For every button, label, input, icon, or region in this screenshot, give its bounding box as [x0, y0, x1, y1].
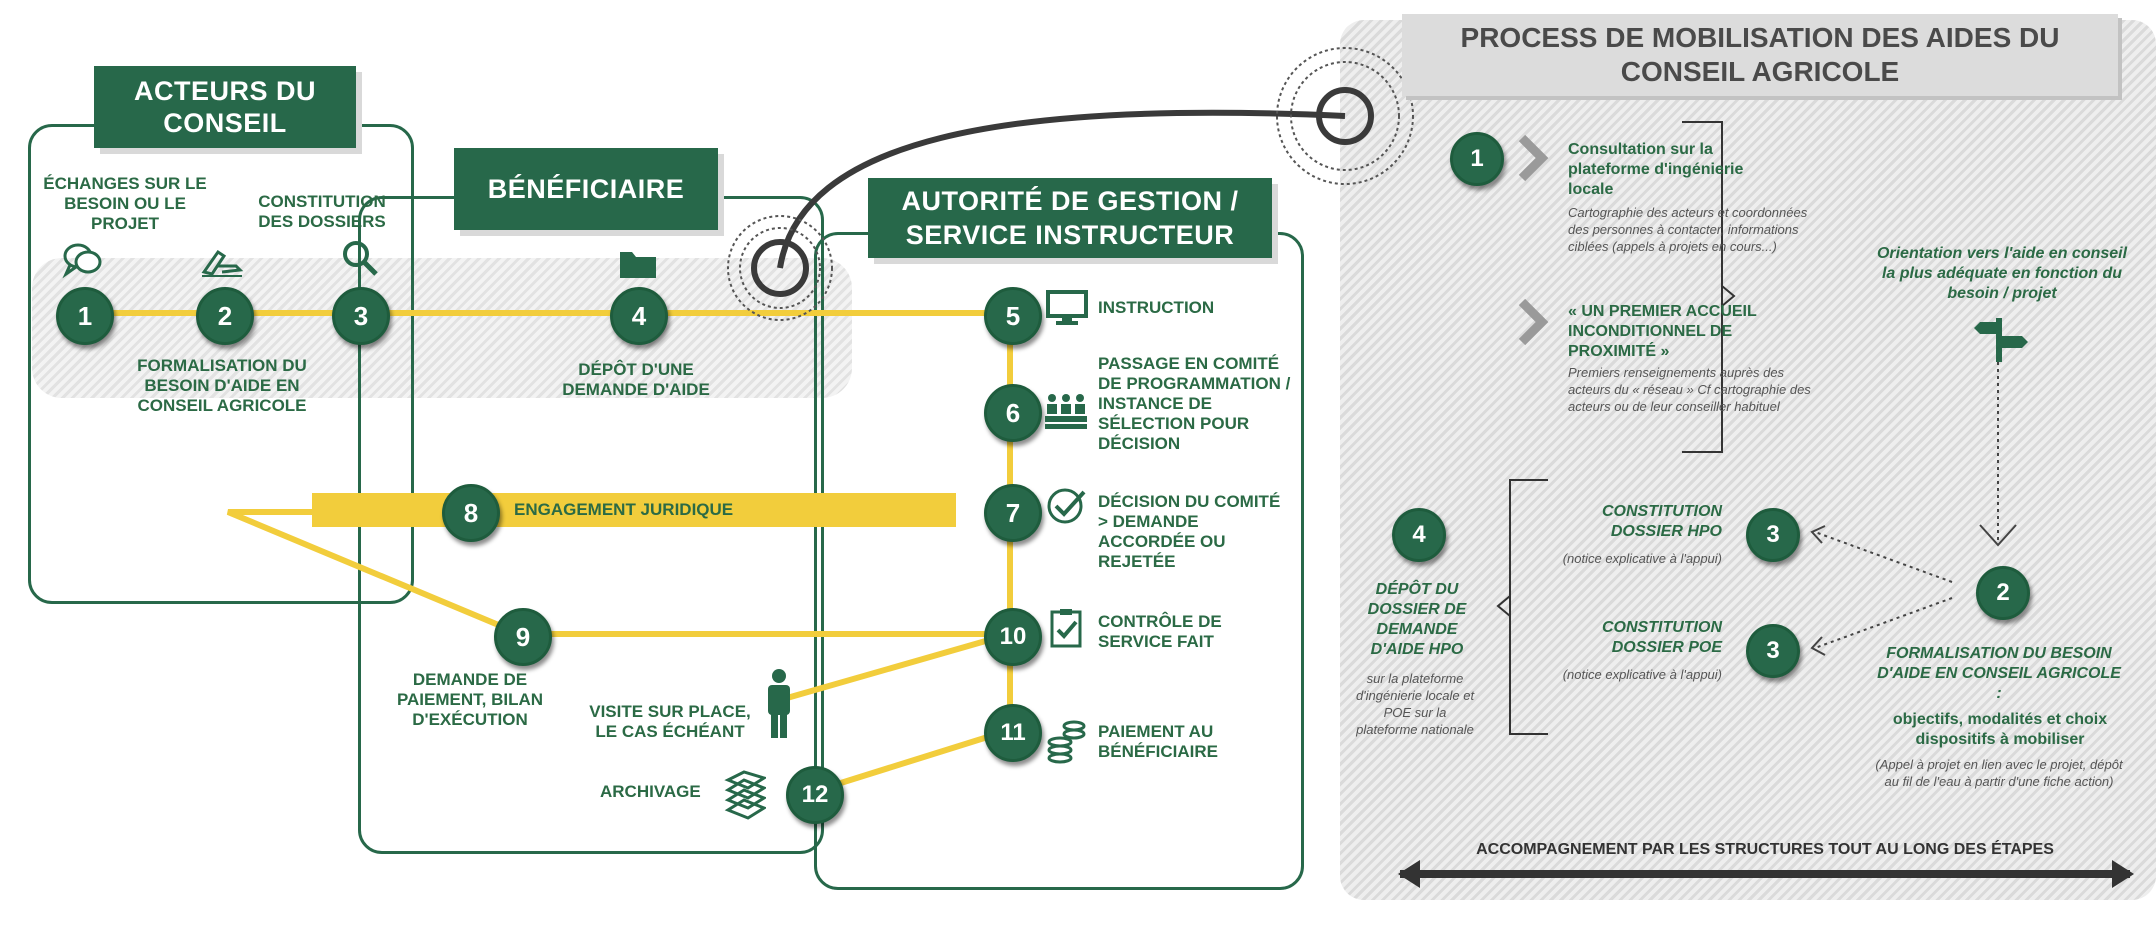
accueil-desc: Premiers renseignements auprès des acteu… — [1568, 365, 1811, 414]
formalisation-sub: objectifs, modalités et choix dispositif… — [1892, 711, 2108, 748]
right-step-1-circle: 1 — [1450, 132, 1504, 186]
archive-books-icon — [724, 770, 766, 820]
speech-bubbles-icon — [62, 243, 102, 279]
step-1-label: ÉCHANGES SUR LE BESOIN OU LE PROJET — [43, 174, 207, 233]
decision-check-icon — [1047, 488, 1086, 524]
step-5-label: INSTRUCTION — [1098, 298, 1215, 317]
formalisation-desc: (Appel à projet en lien avec le projet, … — [1875, 757, 2123, 789]
person-icon — [768, 669, 790, 738]
writing-hand-icon — [201, 249, 244, 277]
autorite-header-line1: AUTORITÉ DE GESTION / — [901, 186, 1239, 216]
page-title-text: PROCESS DE MOBILISATION DES AIDES DU CON… — [1460, 22, 2060, 87]
autorite-header-line2: SERVICE INSTRUCTEUR — [905, 220, 1235, 250]
step-3-label: CONSTITUTION DES DOSSIERS — [258, 192, 386, 231]
step-9-label: DEMANDE DE PAIEMENT, BILAN D'EXÉCUTION — [396, 670, 544, 729]
engagement-bar — [312, 493, 956, 527]
step-12-label: ARCHIVAGE — [600, 782, 701, 801]
consultation-desc: Cartographie des acteurs et coordonnées … — [1568, 205, 1808, 254]
depot-title: DÉPÔT DU DOSSIER DE DEMANDE D'AIDE HPO — [1367, 581, 1467, 658]
coins-icon — [1047, 720, 1086, 764]
step-11-circle: 11 — [984, 704, 1042, 762]
autorite-header: AUTORITÉ DE GESTION / SERVICE INSTRUCTEU… — [868, 178, 1272, 258]
beneficiaire-header-text: BÉNÉFICIAIRE — [487, 173, 685, 204]
accueil-title: « UN PREMIER ACCUEIL INCONDITIONNEL DE P… — [1568, 303, 1757, 360]
page-title: PROCESS DE MOBILISATION DES AIDES DU CON… — [1402, 14, 2118, 96]
depot-desc: sur la plateforme d'ingénierie locale et… — [1355, 671, 1475, 737]
step-7-label: DÉCISION DU COMITÉ > DEMANDE ACCORDÉE OU… — [1098, 492, 1281, 571]
folder-icon — [620, 252, 656, 278]
right-step-2-circle: 2 — [1976, 566, 2030, 620]
step-7-circle: 7 — [984, 484, 1042, 542]
accompagnement-text: ACCOMPAGNEMENT PAR LES STRUCTURES TOUT A… — [1476, 841, 2054, 858]
step-9-circle: 9 — [494, 608, 552, 666]
left-hatched-band — [32, 258, 852, 398]
dossier-poe-desc: (notice explicative à l'appui) — [1562, 667, 1722, 682]
acteurs-header: ACTEURS DU CONSEIL — [94, 66, 356, 148]
checklist-icon — [1050, 609, 1082, 648]
dossier-hpo-title: CONSTITUTION DOSSIER HPO — [1602, 503, 1722, 540]
step-12-circle: 12 — [786, 766, 844, 824]
step-2-circle: 2 — [196, 287, 254, 345]
step-8-label: ENGAGEMENT JURIDIQUE — [514, 500, 734, 519]
formalisation-title: FORMALISATION DU BESOIN D'AIDE EN CONSEI… — [1877, 645, 2121, 702]
step-5-circle: 5 — [984, 287, 1042, 345]
visite-label: VISITE SUR PLACE, LE CAS ÉCHÉANT — [589, 702, 751, 741]
step-4-circle: 4 — [610, 287, 668, 345]
dossier-poe-title: CONSTITUTION DOSSIER POE — [1602, 619, 1722, 656]
beneficiaire-header: BÉNÉFICIAIRE — [454, 148, 718, 230]
orientation-text: Orientation vers l'aide en conseil la pl… — [1876, 245, 2128, 302]
consultation-title: Consultation sur la plateforme d'ingénie… — [1568, 141, 1744, 198]
monitor-icon — [1046, 290, 1088, 325]
right-step-3b-circle: 3 — [1746, 624, 1800, 678]
right-step-3a-circle: 3 — [1746, 508, 1800, 562]
step-2-label: FORMALISATION DU BESOIN D'AIDE EN CONSEI… — [137, 356, 307, 415]
step-6-label: PASSAGE EN COMITÉ DE PROGRAMMATION / INS… — [1098, 354, 1291, 453]
magnifier-icon — [343, 241, 378, 276]
step-11-label: PAIEMENT AU BÉNÉFICIAIRE — [1098, 722, 1218, 761]
step-6-circle: 6 — [984, 384, 1042, 442]
step-4-label: DÉPÔT D'UNE DEMANDE D'AIDE — [562, 360, 710, 399]
dossier-hpo-desc: (notice explicative à l'appui) — [1562, 551, 1722, 566]
step-8-circle: 8 — [442, 484, 500, 542]
step-10-circle: 10 — [984, 608, 1042, 666]
right-step-4-circle: 4 — [1392, 508, 1446, 562]
step-3-circle: 3 — [332, 287, 390, 345]
committee-icon — [1045, 394, 1087, 429]
step-10-label: CONTRÔLE DE SERVICE FAIT — [1098, 612, 1222, 651]
step-1-circle: 1 — [56, 287, 114, 345]
acteurs-header-text: ACTEURS DU CONSEIL — [133, 76, 316, 138]
